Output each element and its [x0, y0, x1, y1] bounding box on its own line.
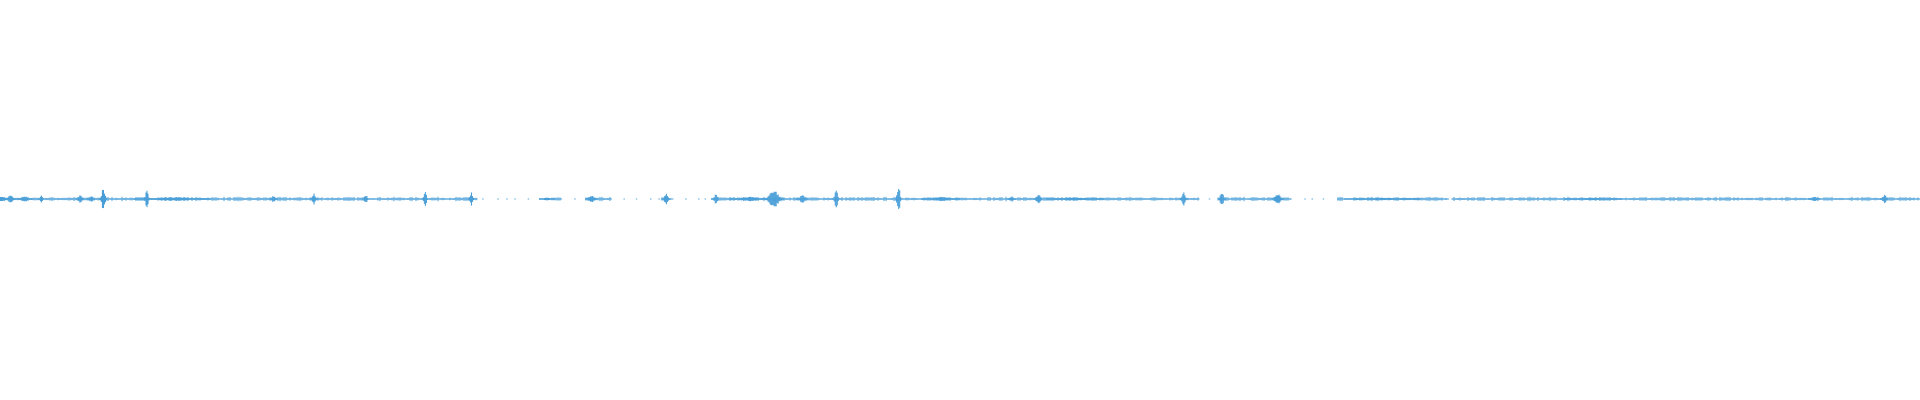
waveform-channel	[0, 189, 1920, 209]
